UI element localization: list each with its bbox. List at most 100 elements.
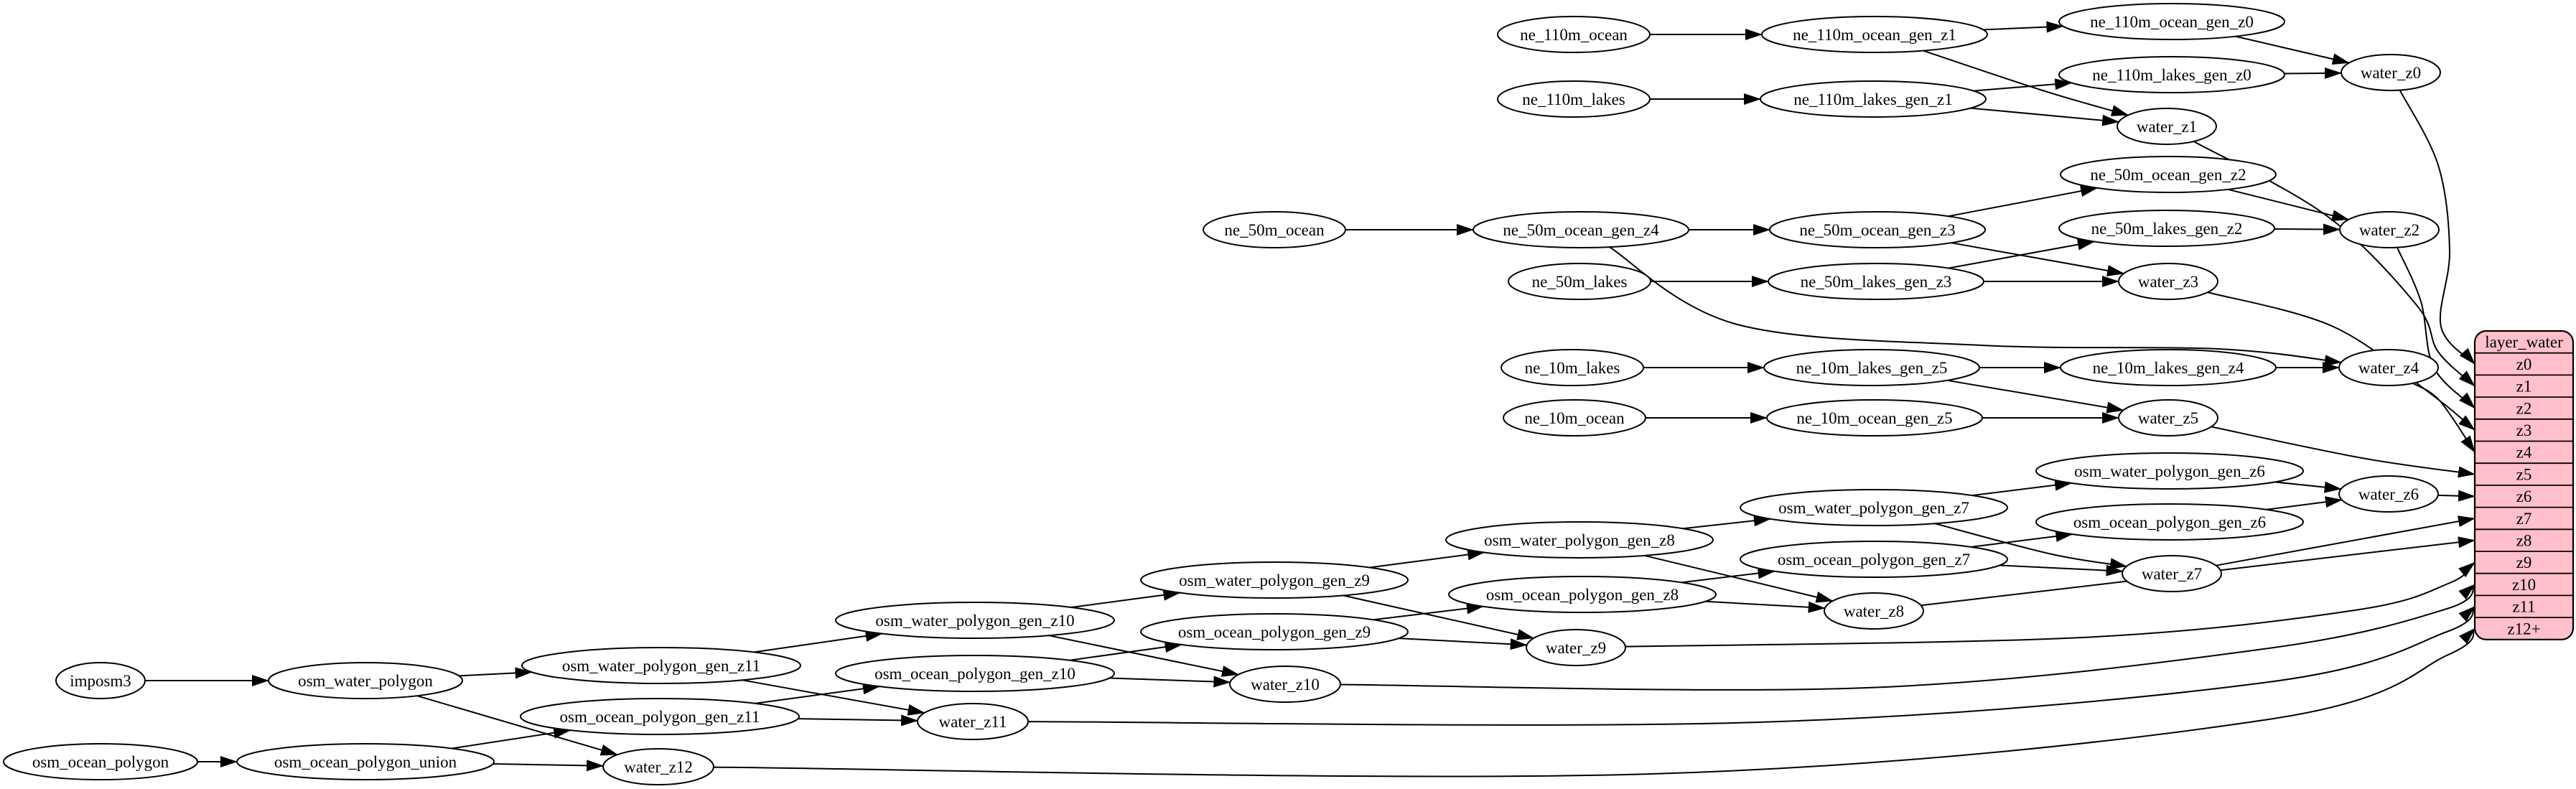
node-osm_ocean_polygon_union: osm_ocean_polygon_union (236, 743, 495, 780)
node-ellipse-osm_ocean_polygon_gen_z9 (1140, 613, 1409, 650)
node-label-osm_ocean_polygon_gen_z11: osm_ocean_polygon_gen_z11 (560, 708, 760, 726)
edge-osm_ocean_polygon_gen_z11-to-water_z11 (798, 714, 919, 727)
edge-osm_water_polygon_gen_z7-to-osm_water_polygon_gen_z6 (1971, 479, 2073, 497)
node-label-water_z3: water_z3 (2138, 273, 2198, 291)
node-osm_water_polygon: osm_water_polygon (268, 662, 463, 699)
edge-water_z2-to-row-z2 (2396, 247, 2475, 409)
node-ellipse-osm_ocean_polygon_gen_z8 (1448, 576, 1717, 613)
node-label-water_z4: water_z4 (2358, 359, 2419, 377)
node-label-osm_ocean_polygon_union: osm_ocean_polygon_union (274, 753, 457, 771)
node-water_z10: water_z10 (1229, 666, 1341, 703)
node-osm_water_polygon_gen_z8: osm_water_polygon_gen_z8 (1445, 521, 1714, 559)
node-osm_ocean_polygon: osm_ocean_polygon (3, 743, 198, 780)
table-cell-z11: z11 (2512, 598, 2535, 616)
node-ne_110m_ocean_gen_z1: ne_110m_ocean_gen_z1 (1761, 16, 1988, 53)
node-osm_water_polygon_gen_z9: osm_water_polygon_gen_z9 (1140, 561, 1409, 599)
edge-osm_ocean_polygon_gen_z8-to-osm_ocean_polygon_gen_z7 (1681, 567, 1775, 584)
edge-ne_50m_ocean_gen_z4-to-water_z4 (1609, 246, 2342, 367)
edge-osm_water_polygon_gen_z9-to-osm_water_polygon_gen_z8 (1369, 548, 1485, 569)
node-ellipse-osm_ocean_polygon_gen_z11 (520, 698, 800, 735)
table-cell-z9: z9 (2516, 554, 2532, 571)
node-ne_50m_ocean_gen_z3: ne_50m_ocean_gen_z3 (1769, 211, 1986, 248)
nodes-layer: ne_110m_ocean ne_110m_ocean_gen_z1 ne_110m… (3, 3, 2441, 785)
edge-osm_water_polygon_gen_z10-to-water_z10 (1048, 635, 1239, 677)
edge-osm_ocean_polygon_gen_z7-to-osm_ocean_polygon_gen_z6 (1971, 531, 2073, 548)
node-ellipse-ne_50m_ocean_gen_z2 (2060, 156, 2277, 193)
node-label-water_z6: water_z6 (2358, 485, 2419, 503)
node-label-water_z8: water_z8 (1844, 602, 1904, 620)
node-ellipse-water_z0 (2341, 54, 2441, 91)
node-label-osm_water_polygon_gen_z9: osm_water_polygon_gen_z9 (1179, 571, 1370, 589)
node-ne_10m_lakes_gen_z4: ne_10m_lakes_gen_z4 (2060, 349, 2277, 386)
edge-ne_110m_ocean_gen_z0-to-water_z0 (2235, 35, 2350, 65)
node-ellipse-ne_110m_ocean_gen_z0 (2058, 3, 2285, 40)
node-label-ne_110m_ocean_gen_z0: ne_110m_ocean_gen_z0 (2090, 13, 2254, 31)
node-label-osm_ocean_polygon_gen_z7: osm_ocean_polygon_gen_z7 (1778, 551, 1970, 569)
node-label-osm_ocean_polygon: osm_ocean_polygon (32, 753, 169, 771)
edge-osm_water_polygon_gen_z11-to-osm_water_polygon_gen_z10 (754, 630, 883, 653)
edge-ne_10m_lakes_gen_z5-to-water_z5 (1947, 379, 2124, 414)
node-label-osm_ocean_polygon_gen_z9: osm_ocean_polygon_gen_z9 (1178, 623, 1371, 641)
node-ellipse-osm_water_polygon_gen_z9 (1140, 561, 1409, 599)
edge-water_z10-to-row-z10 (1340, 584, 2475, 691)
node-ellipse-ne_110m_lakes (1497, 80, 1651, 118)
node-label-ne_50m_ocean_gen_z4: ne_50m_ocean_gen_z4 (1503, 221, 1659, 239)
node-ellipse-water_z3 (2118, 263, 2218, 300)
table-cell-z0: z0 (2516, 355, 2532, 373)
node-label-water_z2: water_z2 (2359, 221, 2419, 239)
node-label-ne_10m_ocean: ne_10m_ocean (1524, 409, 1625, 427)
edge-ne_50m_ocean_gen_z2-to-water_z2 (2227, 188, 2350, 221)
edge-osm_ocean_polygon_gen_z8-to-water_z8 (1705, 600, 1826, 613)
table-cell-z12+: z12+ (2507, 620, 2540, 638)
node-label-imposm3: imposm3 (70, 672, 131, 690)
edge-ne_110m_ocean_gen_z1-to-water_z1 (1923, 50, 2129, 116)
layer-water-table: layer_waterz0z1z2z3z4z5z6z7z8z9z10z11z12… (2473, 330, 2575, 640)
edge-ne_50m_lakes_gen_z2-to-water_z2 (2274, 223, 2341, 235)
node-ellipse-ne_50m_lakes (1508, 263, 1651, 300)
node-label-water_z5: water_z5 (2138, 409, 2198, 427)
node-ellipse-ne_110m_ocean_gen_z1 (1761, 16, 1988, 53)
node-osm_ocean_polygon_gen_z7: osm_ocean_polygon_gen_z7 (1740, 541, 2008, 578)
node-water_z12: water_z12 (602, 748, 714, 785)
table-cell-z7: z7 (2516, 510, 2532, 528)
node-ellipse-water_z1 (2117, 108, 2217, 145)
node-osm_ocean_polygon_gen_z8: osm_ocean_polygon_gen_z8 (1448, 576, 1717, 613)
node-label-ne_10m_lakes_gen_z4: ne_10m_lakes_gen_z4 (2093, 359, 2244, 377)
edge-osm_water_polygon_gen_z11-to-water_z11 (742, 679, 925, 716)
table-cell-z1: z1 (2516, 378, 2532, 396)
node-ne_110m_lakes_gen_z1: ne_110m_lakes_gen_z1 (1760, 80, 1987, 118)
node-water_z4: water_z4 (2338, 349, 2439, 386)
node-ne_10m_lakes: ne_10m_lakes (1501, 349, 1644, 386)
node-label-ne_110m_ocean_gen_z1: ne_110m_ocean_gen_z1 (1793, 26, 1956, 44)
node-water_z11: water_z11 (917, 703, 1029, 740)
node-label-ne_50m_ocean_gen_z2: ne_50m_ocean_gen_z2 (2090, 166, 2246, 184)
node-ne_110m_ocean: ne_110m_ocean (1497, 16, 1651, 53)
table-cell-z5: z5 (2516, 465, 2532, 483)
node-ellipse-water_z5 (2118, 399, 2218, 436)
edge-osm_water_polygon_gen_z10-to-osm_water_polygon_gen_z9 (1071, 589, 1181, 608)
node-label-osm_water_polygon_gen_z6: osm_water_polygon_gen_z6 (2074, 462, 2265, 480)
node-label-ne_110m_lakes_gen_z1: ne_110m_lakes_gen_z1 (1793, 90, 1952, 108)
node-label-osm_water_polygon_gen_z11: osm_water_polygon_gen_z11 (562, 657, 760, 675)
node-label-water_z1: water_z1 (2137, 118, 2197, 136)
table-cell-z8: z8 (2516, 531, 2532, 549)
node-osm_ocean_polygon_gen_z10: osm_ocean_polygon_gen_z10 (835, 655, 1115, 692)
node-ne_50m_ocean_gen_z4: ne_50m_ocean_gen_z4 (1473, 211, 1689, 248)
node-label-water_z11: water_z11 (939, 713, 1007, 731)
node-label-ne_50m_ocean: ne_50m_ocean (1224, 221, 1325, 239)
node-ellipse-ne_10m_ocean (1503, 399, 1646, 436)
node-label-water_z0: water_z0 (2361, 64, 2421, 82)
node-ellipse-ne_50m_ocean_gen_z4 (1473, 211, 1689, 248)
edge-water_z7-to-row-z7 (2216, 515, 2475, 566)
node-label-ne_50m_lakes: ne_50m_lakes (1532, 273, 1628, 291)
node-label-osm_water_polygon_gen_z7: osm_water_polygon_gen_z7 (1778, 499, 1969, 517)
node-imposm3: imposm3 (55, 662, 146, 699)
edge-osm_water_polygon_gen_z9-to-water_z9 (1343, 594, 1535, 640)
edge-ne_110m_ocean_gen_z1-to-ne_110m_ocean_gen_z0 (1983, 21, 2064, 33)
node-ne_110m_lakes: ne_110m_lakes (1497, 80, 1651, 118)
node-ellipse-water_z11 (917, 703, 1029, 740)
node-ellipse-water_z8 (1824, 592, 1924, 630)
node-osm_water_polygon_gen_z6: osm_water_polygon_gen_z6 (2035, 452, 2304, 490)
